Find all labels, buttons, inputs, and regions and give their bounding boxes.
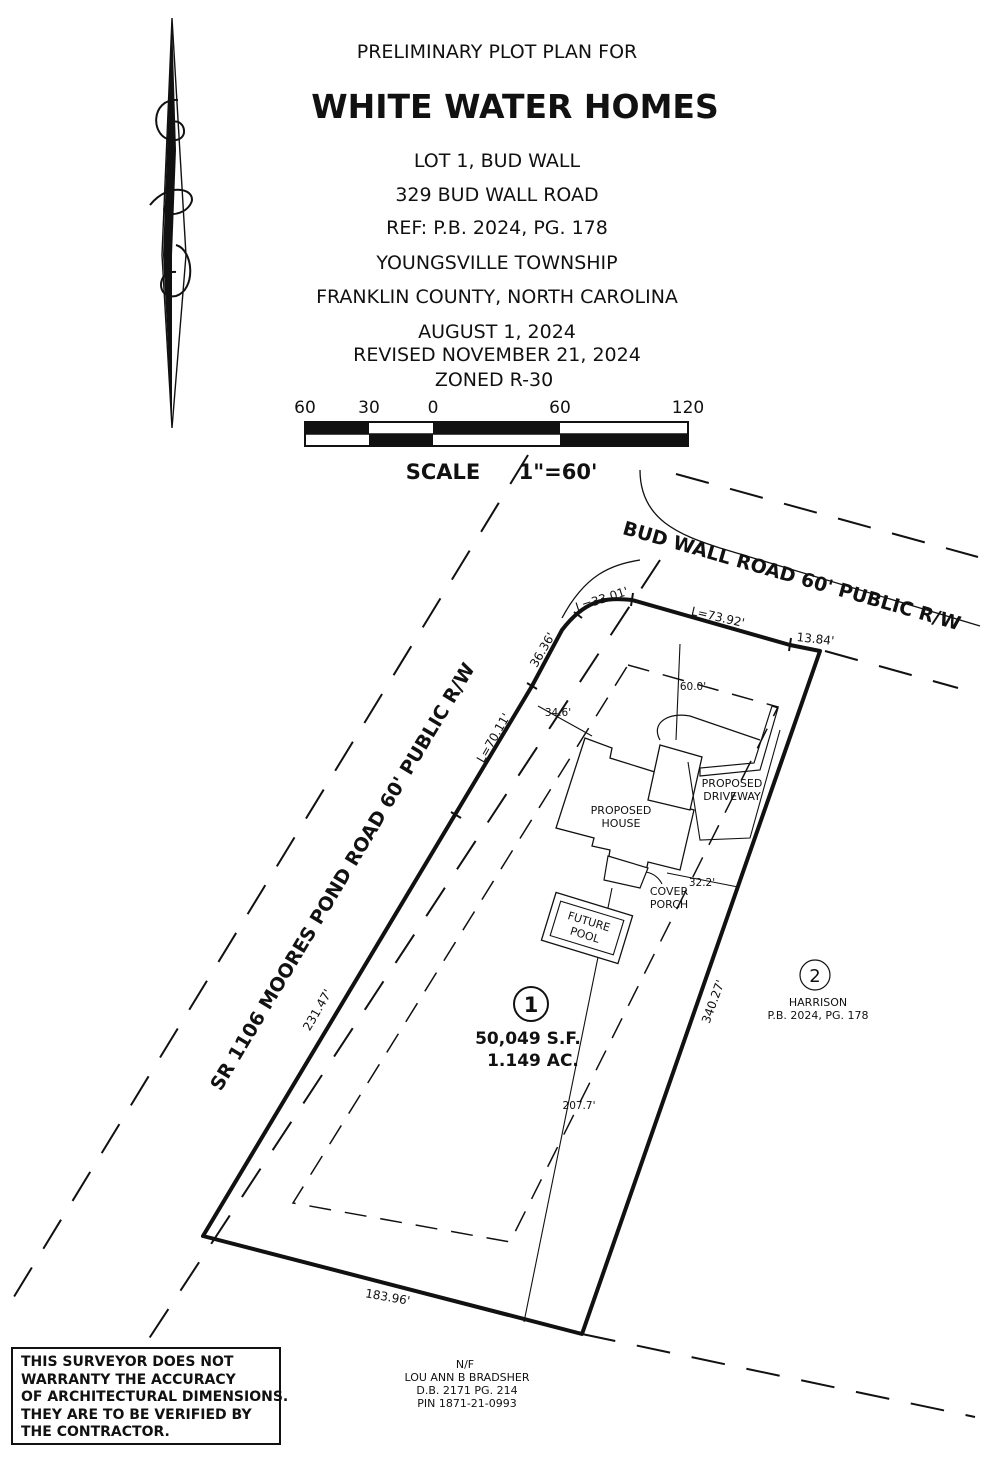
page-title: WHITE WATER HOMES [311, 87, 719, 126]
corner-curb-line [561, 559, 641, 619]
adjacent-ref: P.B. 2024, PG. 178 [767, 1009, 868, 1022]
lot-number: 1 [524, 993, 539, 1017]
disclaimer-line: THIS SURVEYOR DOES NOT [21, 1354, 234, 1370]
disclaimer-line: WARRANTY THE ACCURACY [21, 1371, 236, 1388]
address-line: 329 BUD WALL ROAD [395, 184, 598, 206]
front-dimension: 13.84' [796, 630, 835, 648]
north-arrow-icon [149, 17, 193, 429]
porch-label: COVER [650, 885, 689, 898]
scale-ratio: 1"=60' [519, 460, 598, 484]
rear-nf-label: N/F [456, 1358, 474, 1371]
lot-line: LOT 1, BUD WALL [414, 150, 581, 172]
revised-line: REVISED NOVEMBER 21, 2024 [353, 344, 641, 366]
scale-tick-label: 120 [672, 398, 704, 418]
dimension-lines [523, 643, 739, 1323]
bud-wall-curb-line [639, 469, 981, 627]
disclaimer-line: OF ARCHITECTURAL DIMENSIONS. [21, 1389, 289, 1405]
scale-tick-label: 60 [549, 398, 571, 418]
rear-neighbor-line [581, 1333, 976, 1418]
moores-pond-near-row-line [109, 559, 661, 1399]
porch-label: PORCH [650, 898, 688, 911]
township-line: YOUNGSVILLE TOWNSHIP [375, 252, 617, 274]
moores-pond-far-row-line [11, 454, 529, 1301]
bud-wall-near-row-line [824, 650, 959, 689]
rear-pin: PIN 1871-21-0993 [417, 1397, 517, 1410]
right-of-way-lines [11, 454, 979, 1399]
scale-tick-label: 60 [294, 398, 316, 418]
rear-owner: LOU ANN B BRADSHER [404, 1371, 529, 1384]
disclaimer-line: THEY ARE TO BE VERIFIED BY [21, 1406, 252, 1423]
proposed-driveway [656, 705, 779, 777]
plan-subtitle: PRELIMINARY PLOT PLAN FOR [357, 41, 637, 63]
building-setback-line [291, 664, 780, 1243]
adjacent-lot-marker [799, 959, 831, 991]
setback-dimension: 32.2' [689, 877, 715, 889]
scale-tick-label: 30 [358, 398, 380, 418]
date-line: AUGUST 1, 2024 [418, 321, 576, 343]
scale-bar: 60 30 0 60 120 SCALE 1"=60' [294, 398, 704, 484]
driveway-edge [687, 729, 781, 841]
house-label: HOUSE [602, 817, 641, 830]
proposed-house [555, 737, 695, 873]
adjacent-lot-number: 2 [809, 966, 820, 987]
garage [647, 744, 703, 811]
lot-number-marker [513, 986, 549, 1022]
adjacent-owner: HARRISON [789, 996, 847, 1009]
rear-deed: D.B. 2171 PG. 214 [416, 1384, 517, 1397]
future-pool: FUTURE POOL [540, 891, 634, 965]
arc-dimension: L=70.11' [474, 711, 513, 765]
scale-label: SCALE [406, 460, 481, 484]
bud-wall-road-label: BUD WALL ROAD 60' PUBLIC R/W [620, 517, 963, 635]
moores-pond-road-label: SR 1106 MOORES POND ROAD 60' PUBLIC R/W [206, 659, 479, 1094]
disclaimer-line: THE CONTRACTOR. [21, 1424, 170, 1440]
disclaimer-box: THIS SURVEYOR DOES NOT WARRANTY THE ACCU… [11, 1347, 289, 1445]
lot-area-ac: 1.149 AC. [487, 1051, 579, 1071]
driveway-label: PROPOSED [702, 777, 763, 790]
scale-tick-label: 0 [428, 398, 439, 418]
setback-dimension: 34.6' [545, 707, 571, 719]
ref-line: REF: P.B. 2024, PG. 178 [386, 217, 608, 239]
boundary-ticks [450, 592, 792, 819]
zoning-line: ZONED R-30 [435, 369, 553, 391]
house-label: PROPOSED [591, 804, 652, 817]
county-line: FRANKLIN COUNTY, NORTH CAROLINA [316, 286, 678, 308]
setback-dimension: 60.0' [680, 681, 706, 693]
driveway-label: DRIVEWAY [703, 790, 761, 803]
lot-area-sf: 50,049 S.F. [475, 1029, 581, 1049]
depth-dimension: 207.7' [563, 1100, 596, 1112]
cover-porch [603, 855, 649, 889]
